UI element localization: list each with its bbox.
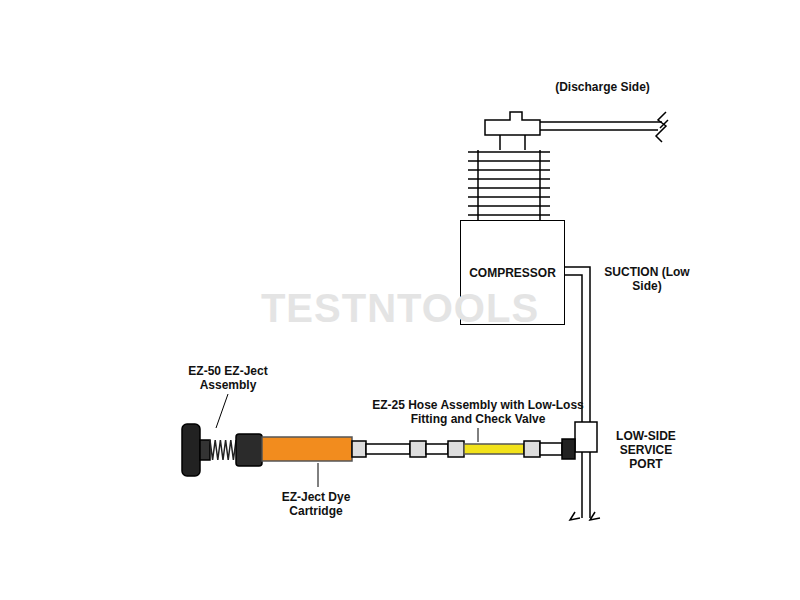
fin [468,196,550,198]
pipe-break [656,112,668,142]
service-port [575,422,597,452]
fin [468,187,550,189]
hex-fitting [448,441,464,457]
hex-fitting [410,441,426,457]
part-name: EZ-50 EZ-Ject Assembly [172,364,284,392]
knob-hub [200,440,210,460]
ez-ject-knob [182,424,200,476]
part-name: EZ-25 Hose Assembly with Low-Loss Fittin… [370,398,586,426]
pipe-break [570,512,600,520]
part-name: EZ-Ject Dye Cartridge [266,490,366,518]
check-valve-coupler [562,439,575,459]
fin [468,169,550,171]
hex-fitting [524,441,540,457]
adapter-tube [426,444,448,454]
suction-label: SUCTION (Low Side) [603,265,691,293]
fin [468,151,550,153]
node-label: COMPRESSOR [469,266,556,280]
leader-line [216,394,228,428]
watermark: TESTNTOOLS [225,286,575,330]
fin [468,178,550,180]
fin [468,160,550,162]
discharge-valve [485,112,540,135]
suction-pipe [565,267,590,518]
cartridge-fitting [352,441,366,457]
dye-cartridge [262,437,352,461]
yellow-hose [464,444,524,454]
valve-stem [500,135,525,150]
discharge-pipe [540,122,662,130]
service-port-label: LOW-SIDE SERVICE PORT [606,429,686,471]
low-loss-fitting [540,443,562,455]
cooling-fins [468,152,550,215]
adapter-tube [366,444,410,454]
plunger-spring [210,440,236,460]
leader-line [318,463,319,487]
fin [468,205,550,207]
leader-line [478,428,479,442]
fin [468,214,550,216]
discharge-label: (Discharge Side) [540,80,665,94]
cartridge-nut [236,434,262,466]
